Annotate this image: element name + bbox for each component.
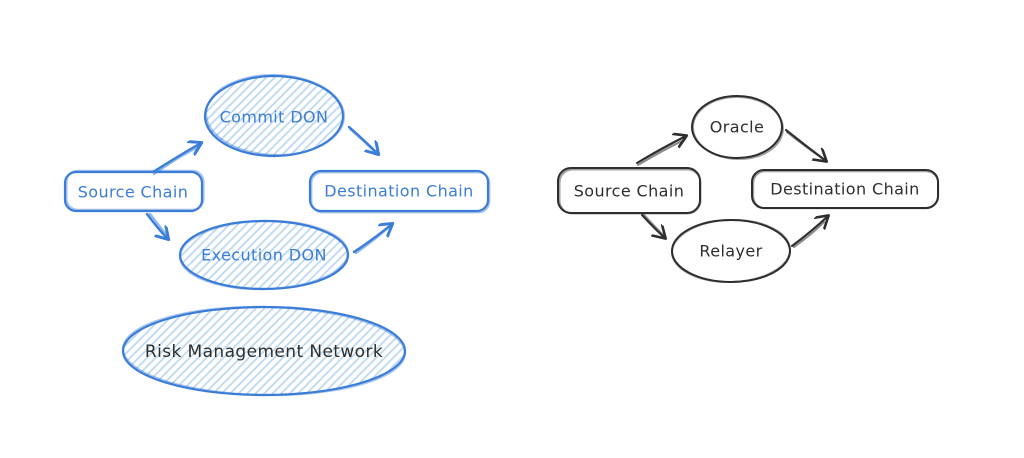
ccip-source-chain-label: Source Chain [78,183,189,202]
traditional-bridge-diagram: Oracle Source Chain Destination Chain Re… [557,95,940,284]
ccip-diagram: Commit DON Source Chain Destination Chai… [63,73,491,397]
commit-don-label: Commit DON [220,108,329,127]
arrow-oracle-to-destination [784,128,826,161]
risk-management-network-ellipse [121,305,407,397]
arrow-source-to-commit [151,143,201,174]
traditional-destination-chain-rect [751,169,939,209]
arrow-source-to-oracle-sketch [636,138,686,167]
execution-don-ellipse-sketch [178,219,350,291]
oracle-node: Oracle [691,95,784,161]
risk-management-network-node: Risk Management Network [121,305,407,397]
ccip-destination-chain-label: Destination Chain [324,182,473,201]
commit-don-node: Commit DON [203,73,346,158]
arrow-relayer-to-destination-sketch [792,220,826,249]
arrow-source-to-execution-sketch [148,212,170,239]
risk-management-network-ellipse-sketch [121,305,407,397]
arrow-commit-to-destination [347,125,378,154]
execution-don-ellipse [178,219,350,291]
traditional-source-chain-rect-sketch [558,168,702,215]
oracle-label: Oracle [710,118,764,137]
ccip-destination-chain-node: Destination Chain [308,169,491,214]
traditional-source-chain-rect [557,167,701,214]
relayer-ellipse [671,219,791,283]
traditional-destination-chain-node: Destination Chain [751,169,940,210]
ccip-arrows [145,125,392,255]
relayer-ellipse-sketch [671,218,791,284]
ccip-source-chain-node: Source Chain [63,169,205,213]
traditional-source-chain-node: Source Chain [557,167,702,215]
traditional-arrows [635,128,828,249]
arrow-source-to-relayer [640,213,665,238]
arrow-source-to-relayer-sketch [642,213,666,238]
relayer-label: Relayer [699,242,762,261]
risk-management-network-label: Risk Management Network [145,342,383,362]
arrow-execution-to-destination [352,224,392,254]
traditional-destination-chain-label: Destination Chain [770,180,919,199]
traditional-source-chain-label: Source Chain [574,182,685,201]
ccip-source-chain-rect [63,170,204,213]
ccip-destination-chain-rect-sketch [310,171,491,214]
traditional-destination-chain-rect-sketch [752,170,940,210]
oracle-ellipse-sketch [691,96,784,161]
ccip-source-chain-rect-sketch [65,169,205,211]
execution-don-label: Execution DON [201,246,327,265]
ccip-destination-chain-rect [308,169,490,213]
oracle-ellipse [691,95,783,159]
arrow-relayer-to-destination [790,216,828,248]
commit-don-ellipse-sketch [204,73,346,157]
relayer-node: Relayer [671,218,791,284]
arrow-source-to-oracle [635,136,686,165]
commit-don-ellipse [203,74,345,158]
execution-don-node: Execution DON [178,219,350,291]
arrow-source-to-execution [145,212,168,239]
